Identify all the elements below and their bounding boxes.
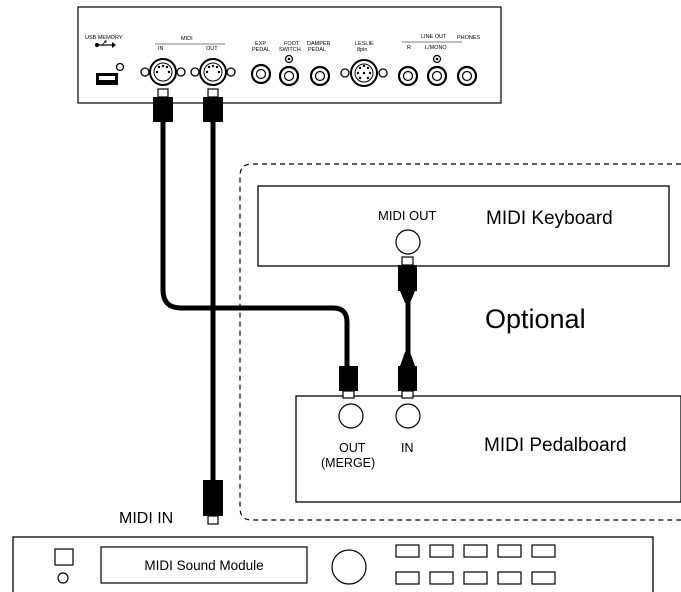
leslie-label-2: 8pin: [357, 47, 367, 53]
usb-symbol-icon: [95, 40, 116, 48]
cable-panel-out-to-sound-module-in: [203, 88, 223, 525]
panel-midi-out-port: [190, 58, 236, 86]
exp-pedal-label-1: EXP: [255, 41, 266, 47]
sound-module-display: [100, 546, 308, 584]
keyboard-box: [257, 185, 670, 267]
panel-midi-in-port: [140, 58, 186, 86]
foot-switch-jack: [278, 54, 300, 87]
line-out-label: LINE OUT: [421, 34, 447, 40]
line-out-l-mono-label: L/MONO: [425, 45, 447, 51]
sound-module-name: MIDI Sound Module: [144, 558, 263, 573]
cable-panel-in-to-pedalboard-out: [153, 88, 358, 399]
damper-pedal-label-2: PEDAL: [308, 47, 326, 53]
pedalboard-name: MIDI Pedalboard: [484, 435, 627, 456]
pedalboard-in-label: IN: [401, 441, 414, 455]
foot-switch-label-2: SWITCH: [279, 47, 301, 53]
line-out-l-mono-jack: [426, 54, 448, 87]
leslie-8pin-port: [340, 59, 388, 87]
optional-label: Optional: [485, 304, 586, 334]
sound-module-button-grid: [395, 544, 556, 585]
exp-pedal-label-2: PEDAL: [252, 47, 270, 53]
midi-in-panel-label: IN: [158, 46, 164, 52]
instrument-rear-panel: USB MEMORY MIDI IN OUT: [77, 6, 502, 104]
foot-switch-label-1: FOOT: [284, 41, 300, 47]
sound-module-midi-in-label: MIDI IN: [119, 510, 173, 527]
pedalboard-out-merge-port: [338, 403, 364, 429]
optional-group-border: [239, 163, 681, 521]
leslie-label-1: LESLIE: [355, 41, 374, 47]
phones-jack: [456, 65, 478, 87]
midi-keyboard: MIDI OUT MIDI Keyboard: [257, 185, 670, 267]
usb-port: [96, 62, 125, 85]
cable-keyboard-out-to-pedalboard-in: [398, 256, 417, 399]
midi-pedalboard: OUT (MERGE) IN MIDI Pedalboard: [295, 395, 681, 503]
midi-sound-module: MIDI Sound Module: [12, 536, 654, 592]
pedalboard-in-port: [395, 403, 421, 429]
sound-module-volume-knob: [331, 549, 367, 585]
line-out-r-label: R: [407, 45, 411, 51]
line-out-r-jack: [397, 65, 419, 87]
sound-module-power-led: [57, 572, 69, 584]
damper-pedal-jack: [309, 65, 331, 87]
phones-label: PHONES: [457, 35, 481, 41]
damper-pedal-label-1: DAMPER: [307, 41, 331, 47]
midi-out-panel-label: OUT: [206, 46, 218, 52]
usb-memory-label: USB MEMORY: [85, 35, 123, 41]
exp-pedal-jack: [250, 63, 272, 85]
keyboard-name: MIDI Keyboard: [486, 208, 613, 229]
keyboard-port-label: MIDI OUT: [378, 208, 437, 223]
midi-group-label: MIDI: [181, 36, 193, 42]
pedalboard-merge-label: (MERGE): [321, 456, 375, 470]
pedalboard-out-label: OUT: [339, 441, 366, 455]
keyboard-midi-out-port: [395, 229, 421, 255]
sound-module-power-button: [54, 548, 74, 566]
